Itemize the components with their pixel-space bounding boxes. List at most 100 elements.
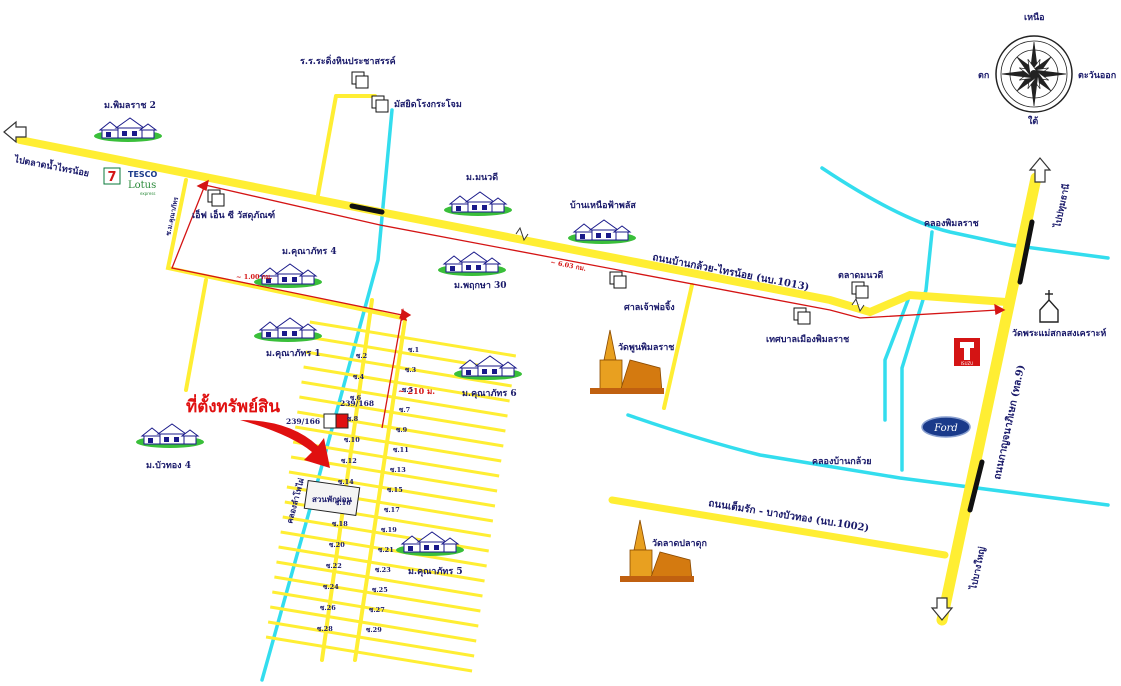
arrow-north-icon	[1028, 157, 1052, 183]
soi-kunapat-road	[165, 178, 404, 320]
route-arrow-right	[401, 308, 412, 322]
estate-east-road	[353, 318, 407, 662]
market-icon	[851, 281, 869, 299]
soi-label-right: ซ.23	[375, 566, 391, 574]
ford-logo-icon: Ford	[921, 416, 971, 438]
canal-branch	[900, 230, 934, 472]
shrine-icon	[609, 271, 627, 289]
soi-label-right: ซ.29	[366, 626, 382, 634]
direction-arrows	[3, 120, 1052, 621]
map-labels: ไปตลาดน้ำไทรน้อย ม.พิมลราช 2 ร.ร.ระดิ่งห…	[12, 54, 1106, 592]
svg-text:7: 7	[107, 170, 116, 185]
canal-phimolrat	[820, 166, 1110, 260]
label-to-pathum: ไปปทุมธานี	[1051, 182, 1072, 230]
compass-east: ตะวันออก	[1078, 70, 1116, 81]
house-markers	[94, 117, 636, 556]
soi-label-left: ซ.8	[347, 415, 359, 423]
soi-label-left: ซ.4	[353, 373, 365, 381]
tesco-label: TESCO	[128, 170, 158, 179]
property-plot-166	[323, 413, 337, 429]
seven-eleven-logo-icon: 7	[103, 167, 121, 185]
isuzu-label: ISUZU	[961, 361, 973, 366]
label-phimolrat2: ม.พิมลราช 2	[104, 100, 156, 111]
soi-line	[280, 530, 487, 568]
label-shrine: ศาลเจ้าพ่อจิ้ง	[624, 300, 675, 313]
express-label: express	[140, 191, 155, 196]
label-pruksa30: ม.พฤกษา 30	[454, 281, 507, 291]
house-icon	[254, 263, 322, 288]
soi-label-left: ซ.22	[326, 562, 342, 570]
soi-label-right: ซ.1	[408, 346, 419, 354]
route	[171, 179, 1006, 429]
soi-line	[309, 320, 517, 358]
soi-label-right: ซ.9	[396, 426, 408, 434]
label-kunapat6: ม.คุณาภัทร 6	[462, 388, 517, 399]
bridges	[349, 203, 1035, 513]
label-wat-latpladuk: วัดลาดปลาดุก	[652, 538, 707, 549]
label-dist-210: ~ 210 ม.	[398, 386, 435, 396]
soi-line	[301, 380, 508, 418]
label-klong-latyai: คลองลำโพไผ่	[284, 477, 306, 525]
school-icon	[351, 71, 369, 89]
soi-line	[265, 635, 473, 673]
soi-line	[294, 425, 502, 463]
church-icon	[1039, 290, 1059, 323]
label-school: ร.ร.ระดิ่งหินประชาสรรค์	[300, 54, 396, 67]
soi-label-left: ซ.24	[323, 583, 339, 591]
route-line-side	[171, 184, 403, 316]
park-label: สวนพักผ่อน	[312, 494, 352, 504]
isuzu-logo-icon: ISUZU	[954, 338, 980, 366]
soi-line	[272, 590, 479, 628]
route-arrow-start	[196, 179, 209, 191]
house-icon	[396, 531, 464, 556]
house-icon	[254, 317, 322, 342]
property-plot-168	[335, 413, 349, 429]
soi-line	[292, 440, 500, 478]
fn-shop-icon	[207, 189, 225, 207]
canal-bankluay	[626, 413, 1110, 507]
soi-label-left: ซ.2	[356, 352, 367, 360]
soi-label-left: ซ.26	[320, 604, 336, 612]
soi-line	[305, 350, 512, 388]
label-church: วัดพระแม่สกลสงเคราะห์	[1012, 327, 1106, 339]
soi-labels: ซ.2ซ.4ซ.6ซ.8ซ.10ซ.12ซ.14ซ.16ซ.18ซ.20ซ.22…	[317, 346, 419, 634]
soi-label-left: ซ.28	[317, 625, 333, 633]
bridge-3	[967, 459, 985, 513]
label-municipality: เทศบาลเมืองพิมลราช	[766, 333, 849, 345]
label-kunapat1: ม.คุณาภัทร 1	[266, 348, 321, 359]
house-icon	[454, 355, 522, 380]
compass-west: ตก	[978, 71, 989, 81]
label-klong-phimolrat: คลองพิมลราช	[924, 218, 979, 229]
soi-line	[278, 545, 485, 583]
soi-line	[288, 470, 496, 508]
break-icon-1	[515, 226, 529, 242]
soi-label-left: ซ.12	[341, 457, 357, 465]
road-1002	[608, 496, 949, 559]
label-market: ตลาดมนวดี	[838, 270, 883, 281]
estate-main-road	[320, 298, 374, 662]
soi-label-right: ซ.7	[399, 406, 410, 414]
label-fn-shop: เอ็ฟ เอ็น ซี วัสดุภัณฑ์	[192, 208, 275, 221]
municipality-icon	[793, 307, 811, 325]
soi-label-right: ซ.5	[402, 386, 414, 394]
label-property: ที่ตั้งทรัพย์สิน	[186, 393, 280, 417]
soi-label-left: ซ.20	[329, 541, 345, 549]
school-road	[316, 94, 377, 197]
label-kunapat5: ม.คุณาภัทร 5	[408, 566, 463, 577]
main-road	[16, 136, 1010, 317]
soi-label-left: ซ.14	[338, 478, 354, 486]
road-to-south	[184, 278, 208, 392]
ford-label: Ford	[933, 423, 958, 434]
soi-line	[267, 620, 475, 658]
soi-line	[276, 560, 483, 598]
house-icon	[438, 251, 506, 276]
soi-line	[274, 575, 481, 613]
kanchana-highway	[936, 172, 1042, 626]
canal-branch2	[883, 298, 910, 422]
soi-label-right: ซ.13	[390, 466, 406, 474]
mosque-icon	[371, 95, 389, 113]
soi-label-left: ซ.18	[332, 520, 348, 528]
bridge-2	[1017, 219, 1035, 285]
temple-icon-2	[620, 519, 694, 582]
label-mosque: มัสยิดโรงกระโจม	[394, 98, 462, 110]
